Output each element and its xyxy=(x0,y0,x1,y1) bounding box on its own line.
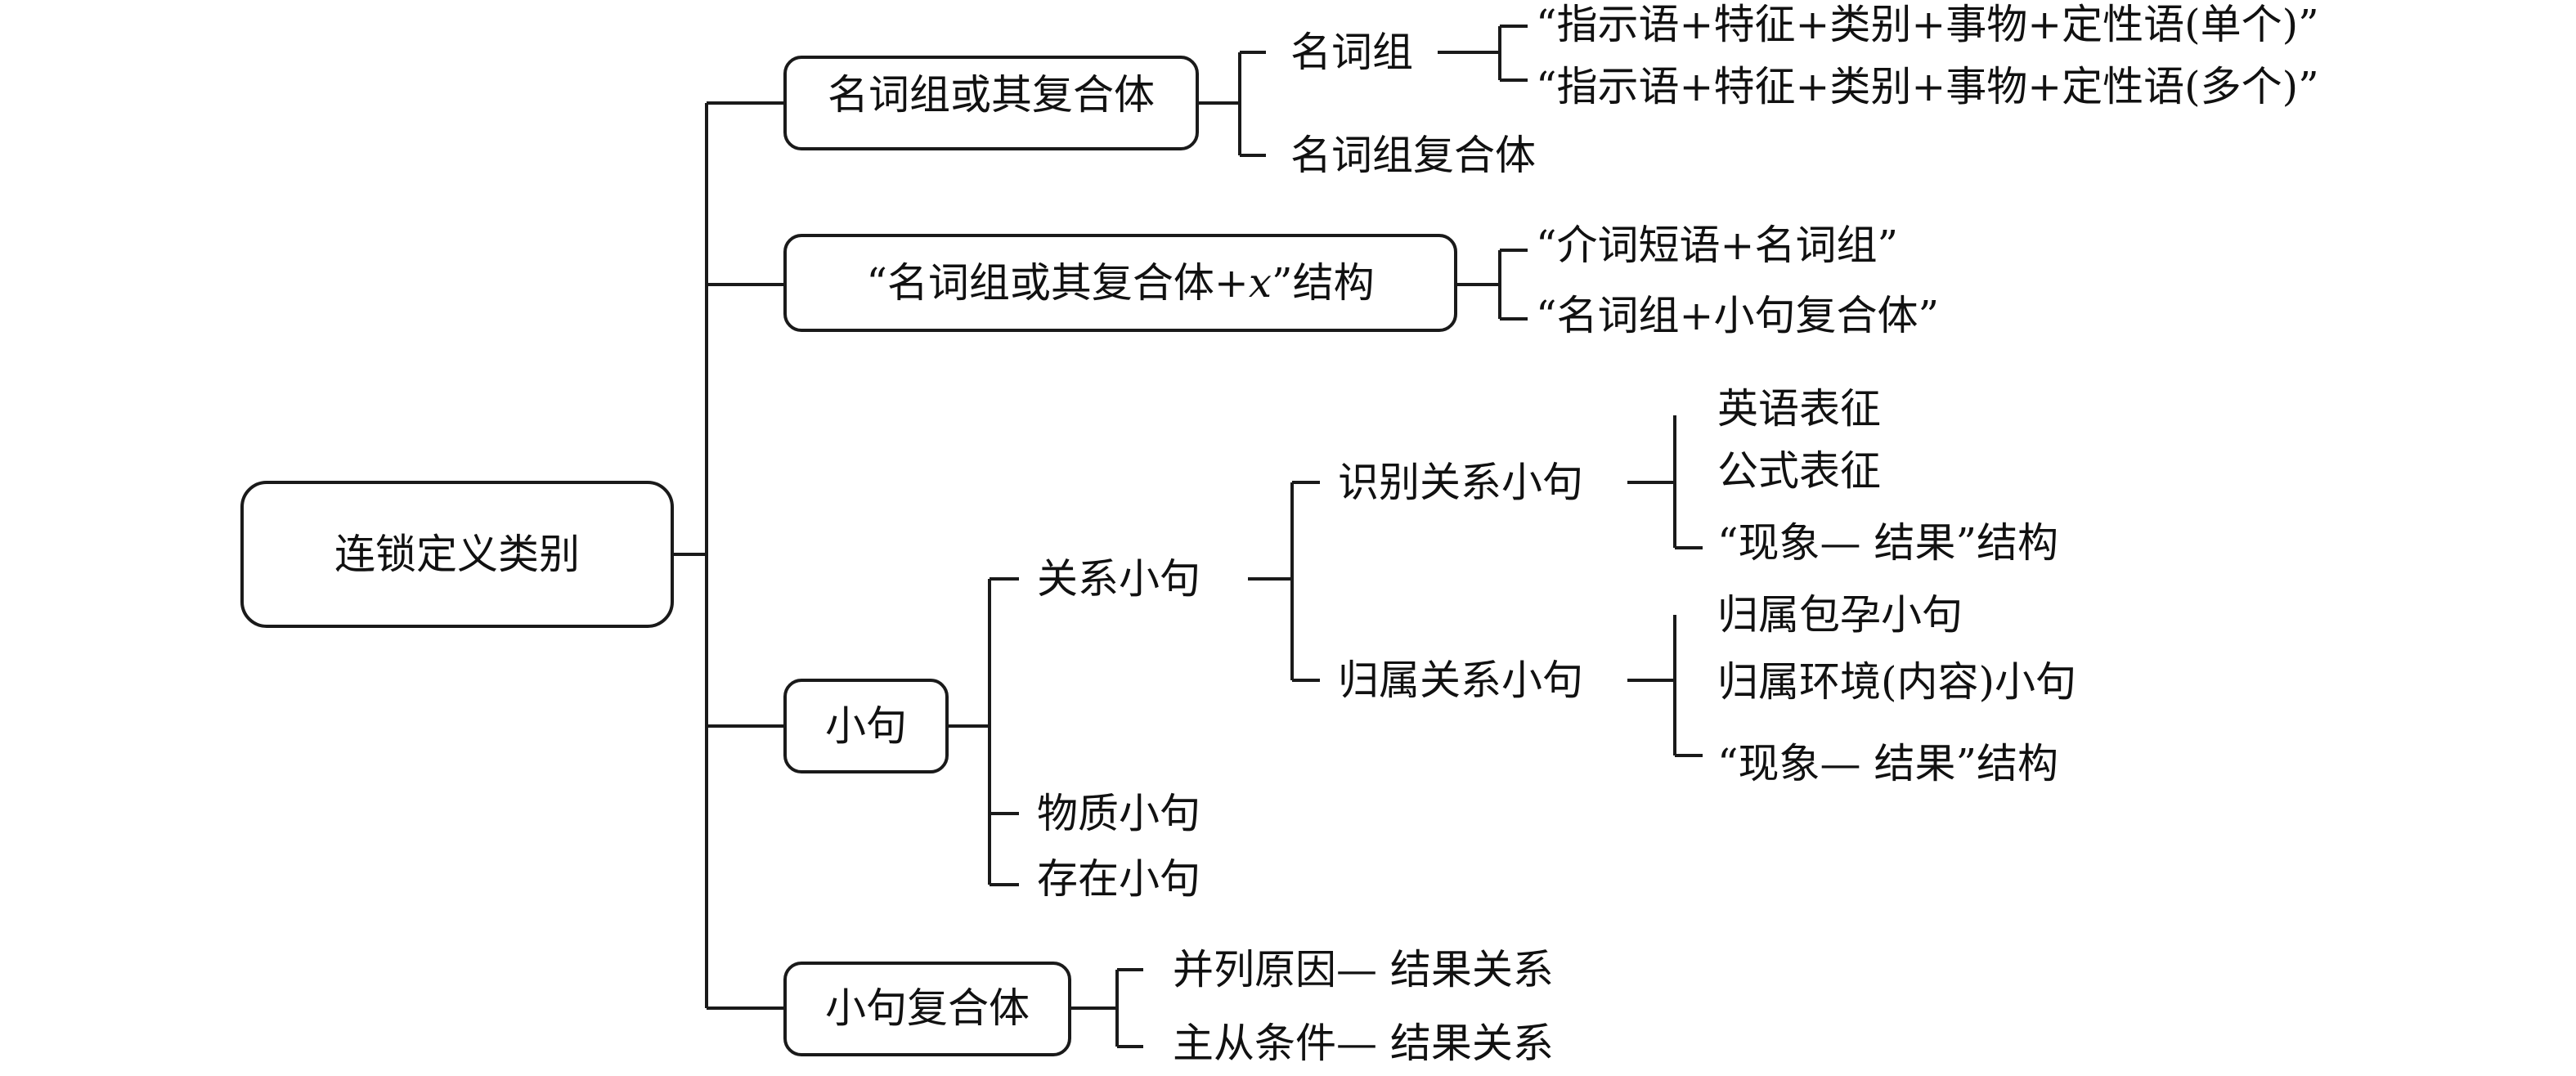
node-noun-group-x: “名词组或其复合体+x”结构 xyxy=(783,234,1457,332)
node-clause: 小句 xyxy=(783,679,949,773)
label-identifying-item-1: 英语表征 xyxy=(1717,385,1881,433)
noun-group-x-children: “介词短语+名词组” “名词组+小句复合体” xyxy=(1536,222,1939,339)
node-clause-complex-label: 小句复合体 xyxy=(825,984,1030,1032)
connector-clause-split xyxy=(947,577,1019,886)
label-identifying-clause: 识别关系小句 xyxy=(1338,459,1583,506)
root-node: 连锁定义类别 xyxy=(240,481,674,628)
label-attributive-clause: 归属关系小句 xyxy=(1338,657,1583,704)
connector-identifying-split xyxy=(1627,415,1703,549)
connector-attributive-split xyxy=(1627,615,1703,757)
label-identifying-item-2: 公式表征 xyxy=(1717,447,1881,495)
node-noun-group-complex-box xyxy=(783,56,1199,150)
node-noun-group-complex: 名词组或其复合体 xyxy=(783,56,1199,150)
label-existential-clause: 存在小句 xyxy=(1037,855,1200,903)
root-node-box xyxy=(240,481,674,628)
label-noun-group-compound: 名词组复合体 xyxy=(1290,132,1536,179)
label-noun-group-clause-complex: “名词组+小句复合体” xyxy=(1536,292,1939,339)
connectors xyxy=(672,25,1703,1048)
connector-noun-group-complex-split xyxy=(1197,51,1266,157)
node-clause-box xyxy=(783,679,949,773)
node-noun-group-x-label-prefix: “名词组或其复合体+ xyxy=(866,259,1248,307)
node-noun-group-x-box xyxy=(783,234,1457,332)
node-clause-complex: 小句复合体 xyxy=(783,962,1071,1056)
label-relational-clause: 关系小句 xyxy=(1037,555,1200,603)
node-noun-group-x-label-var: x xyxy=(1249,259,1272,307)
node-clause-complex-box xyxy=(783,962,1071,1056)
label-attributive-item-1: 归属包孕小句 xyxy=(1717,591,1963,639)
label-noun-group-single: “指示语+特征+类别+事物+定性语(单个)” xyxy=(1536,1,2319,48)
label-noun-group-multiple: “指示语+特征+类别+事物+定性语(多个)” xyxy=(1536,63,2319,110)
label-attributive-item-2: 归属环境(内容)小句 xyxy=(1717,658,2076,706)
label-identifying-item-3: “现象— 结果”结构 xyxy=(1717,519,2058,567)
connector-noun-group-x-split xyxy=(1456,249,1528,321)
label-attributive-item-3: “现象— 结果”结构 xyxy=(1717,740,2058,787)
clause-children: 关系小句 识别关系小句 英语表征 公式表征 “现象— 结果”结构 归属关系小句 … xyxy=(1037,385,2076,903)
noun-group-complex-children: 名词组 “指示语+特征+类别+事物+定性语(单个)” “指示语+特征+类别+事物… xyxy=(1290,1,2319,179)
connector-relational-split xyxy=(1248,481,1320,682)
node-clause-label: 小句 xyxy=(825,702,907,750)
root-node-label: 连锁定义类别 xyxy=(334,531,580,578)
label-noun-group: 名词组 xyxy=(1290,29,1413,76)
node-noun-group-x-label: “名词组或其复合体+x”结构 xyxy=(866,259,1374,307)
label-prep-phrase-noun-group: “介词短语+名词组” xyxy=(1536,222,1898,269)
label-hypotactic-condition-effect: 主从条件— 结果关系 xyxy=(1173,1020,1554,1067)
connector-noun-group-split xyxy=(1438,25,1528,82)
label-parallel-cause-effect: 并列原因— 结果关系 xyxy=(1173,946,1554,993)
clause-complex-children: 并列原因— 结果关系 主从条件— 结果关系 xyxy=(1173,946,1554,1067)
label-material-clause: 物质小句 xyxy=(1037,790,1200,837)
node-noun-group-complex-label: 名词组或其复合体 xyxy=(828,71,1155,119)
node-noun-group-x-label-suffix: ”结构 xyxy=(1272,259,1375,307)
connector-clause-complex-split xyxy=(1070,968,1143,1048)
